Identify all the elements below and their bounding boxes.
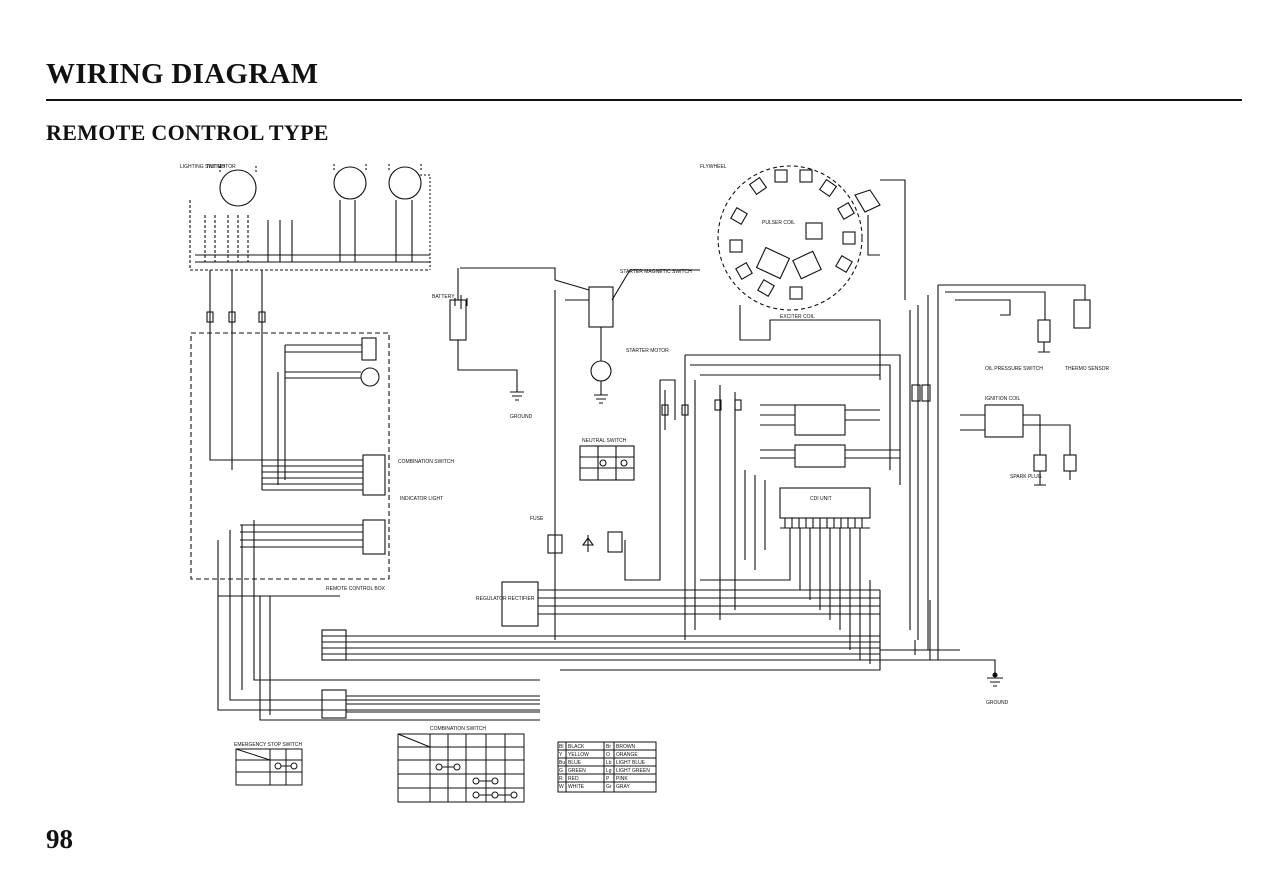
exciter-coil [792,250,822,280]
svg-text:REGULATOR RECTIFIER: REGULATOR RECTIFIER [476,596,535,602]
svg-text:YELLOW: YELLOW [568,752,589,758]
emergency-stop-switch [361,337,377,361]
svg-text:Br: Br [606,744,611,750]
page-title: WIRING DIAGRAM [46,58,319,90]
svg-text:Y: Y [559,752,563,758]
svg-text:STARTER MAGNETIC SWITCH: STARTER MAGNETIC SWITCH [620,269,692,275]
fuse [547,534,563,554]
regulator-rectifier [501,581,539,627]
flywheel [717,165,863,311]
combination-switch-table [397,733,525,803]
svg-text:PULSER COIL: PULSER COIL [762,220,795,226]
svg-text:PINK: PINK [616,776,628,782]
charge-coil [755,246,791,280]
svg-text:EXCITER COIL: EXCITER COIL [780,314,815,320]
svg-text:STARTER MOTOR: STARTER MOTOR [626,348,669,354]
remote-control-box [190,332,390,580]
spark-plug-2 [1063,454,1077,472]
starter-motor [590,360,612,382]
svg-text:GROUND: GROUND [510,414,533,420]
svg-text:RED: RED [568,776,579,782]
flywheel-magnets [729,169,856,300]
svg-text:Bu: Bu [559,760,565,766]
neutral-switch-table [579,445,635,481]
starter-magnetic-switch [588,286,614,328]
component-labels: LIGHTING SWITCH TILT MOTOR STARTER MAGNE… [180,164,1110,748]
svg-text:FLYWHEEL: FLYWHEEL [700,164,727,170]
svg-text:TILT MOTOR: TILT MOTOR [206,164,236,170]
svg-text:REMOTE CONTROL BOX: REMOTE CONTROL BOX [326,586,386,592]
svg-text:ORANGE: ORANGE [616,752,638,758]
svg-text:Gr: Gr [606,784,612,790]
title-rule [46,99,1242,101]
indicator-light [362,519,386,555]
emergency-stop-table [235,748,303,786]
svg-text:GRAY: GRAY [616,784,630,790]
svg-text:WHITE: WHITE [568,784,585,790]
svg-text:COMBINATION SWITCH: COMBINATION SWITCH [430,726,486,732]
spark-plug-1 [1033,454,1047,472]
svg-text:COMBINATION SWITCH: COMBINATION SWITCH [398,459,454,465]
svg-text:IGNITION COIL: IGNITION COIL [985,396,1021,402]
svg-text:W: W [559,784,564,790]
svg-text:Lb: Lb [606,760,612,766]
svg-text:R: R [559,776,563,782]
svg-text:FUSE: FUSE [530,516,544,522]
svg-text:CDI UNIT: CDI UNIT [810,496,832,502]
pulser-coil [805,222,823,240]
ignition-coil [984,404,1024,438]
tilt-motor-group [189,162,431,271]
svg-text:GROUND: GROUND [986,700,1009,706]
oil-pressure-switch [1037,319,1051,343]
svg-text:GREEN: GREEN [568,768,586,774]
svg-text:BLUE: BLUE [568,760,582,766]
svg-text:G: G [559,768,563,774]
svg-text:EMERGENCY STOP SWITCH: EMERGENCY STOP SWITCH [234,742,302,748]
svg-text:BATTERY: BATTERY [432,294,455,300]
svg-text:LIGHTING SWITCH: LIGHTING SWITCH [180,164,225,170]
svg-text:P: P [606,776,610,782]
battery-symbol [454,295,468,309]
svg-text:LIGHT GREEN: LIGHT GREEN [616,768,650,774]
svg-text:SPARK PLUG: SPARK PLUG [1010,474,1042,480]
section-subtitle: REMOTE CONTROL TYPE [46,120,329,145]
svg-text:NEUTRAL SWITCH: NEUTRAL SWITCH [582,438,627,444]
combination-switch [362,454,386,496]
svg-text:INDICATOR LIGHT: INDICATOR LIGHT [400,496,443,502]
page-number: 98 [46,824,73,854]
svg-text:OIL PRESSURE SWITCH: OIL PRESSURE SWITCH [985,366,1043,372]
thermo-sensor [1073,299,1091,329]
svg-text:Lg: Lg [606,768,612,774]
svg-text:Bl: Bl [559,744,563,750]
svg-text:LIGHT BLUE: LIGHT BLUE [616,760,646,766]
cdi-unit [779,487,871,519]
svg-text:BLACK: BLACK [568,744,585,750]
svg-text:O: O [606,752,610,758]
color-code-table [557,741,657,793]
svg-text:BROWN: BROWN [616,744,636,750]
svg-text:THERMO SENSOR: THERMO SENSOR [1065,366,1110,372]
